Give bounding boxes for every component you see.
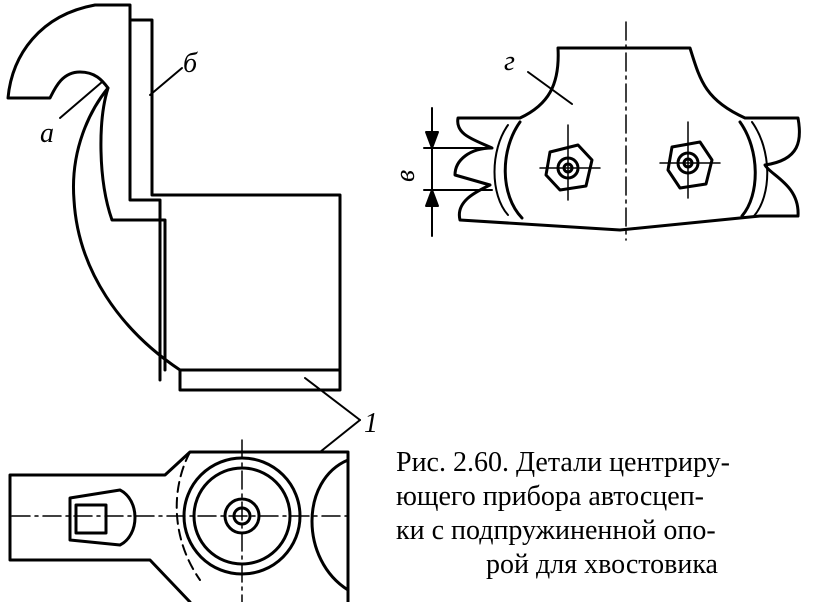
- leader-b: [149, 67, 183, 96]
- hook-part: [6, 3, 342, 392]
- plate-right-slot-inner: [751, 121, 769, 217]
- label-g: г: [504, 46, 515, 77]
- label-b: б: [183, 48, 198, 79]
- label-a: а: [40, 118, 54, 149]
- leaders-1: [304, 377, 361, 453]
- leader-g: [527, 71, 573, 105]
- figure-caption: Рис. 2.60. Детали центриру- ющего прибор…: [396, 446, 808, 582]
- label-one: 1: [364, 408, 378, 439]
- label-v: в: [390, 170, 421, 182]
- plate-left-slot: [503, 120, 524, 220]
- plan-pin: [74, 503, 108, 535]
- plate-bolt-right: [659, 121, 721, 199]
- plan-view-part: [8, 439, 351, 602]
- caption-line-2: ющего прибора автосцеп-: [396, 481, 704, 512]
- support-plate: [453, 21, 801, 241]
- leader-a: [59, 81, 103, 119]
- plate-bolt-left: [539, 124, 601, 201]
- hook-outline: [6, 3, 342, 392]
- plate-left-slot-inner: [493, 124, 509, 216]
- caption-line-4: рой для хвостовика: [486, 549, 718, 580]
- hook-inner-curve: [99, 86, 167, 372]
- plan-tail: [68, 488, 137, 547]
- plate-outline: [453, 46, 801, 232]
- plate-right-slot: [738, 120, 757, 218]
- dimension-v: [423, 107, 493, 237]
- caption-line-1: Рис. 2.60. Детали центриру-: [396, 447, 730, 478]
- plan-outline: [8, 450, 350, 602]
- hook-inner-channel: [128, 18, 162, 382]
- caption-line-3: ки с подпружиненной опо-: [396, 515, 716, 546]
- plan-right-cutout: [310, 458, 350, 592]
